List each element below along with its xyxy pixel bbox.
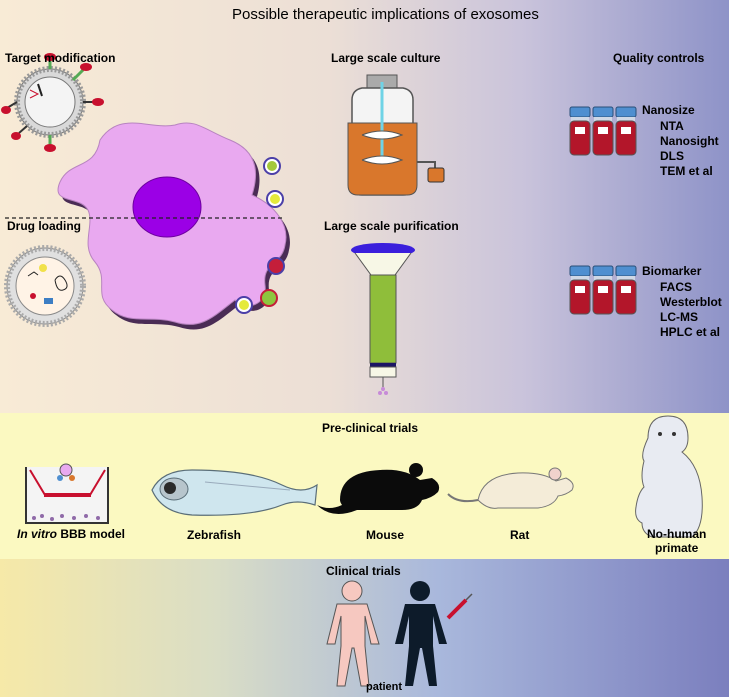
invitro-bbb-label: In vitro BBB model xyxy=(17,527,125,541)
modified-exosome-icon xyxy=(1,53,104,152)
nanosize-item-dls: DLS xyxy=(660,149,684,163)
nucleus xyxy=(132,176,202,238)
figure-title: Possible therapeutic implications of exo… xyxy=(232,6,539,23)
bbb-model-icon xyxy=(25,463,109,524)
drug-loaded-exosome-icon xyxy=(4,245,86,327)
biomarker-item-facs: FACS xyxy=(660,280,693,294)
primate-icon xyxy=(635,415,703,538)
biomarker-item-lcms: LC-MS xyxy=(660,310,698,324)
nanosize-item-tem: TEM et al xyxy=(660,164,713,178)
biomarker-label: Biomarker xyxy=(642,264,702,278)
primate-label-line2: primate xyxy=(655,541,699,555)
biomarker-vials-icon xyxy=(569,265,637,315)
clinical-trials-label: Clinical trials xyxy=(326,564,401,578)
zebrafish-icon xyxy=(151,469,318,516)
biomarker-item-westerblot: Westerblot xyxy=(660,295,722,309)
large-scale-purification-label: Large scale purification xyxy=(324,219,459,233)
rat-label: Rat xyxy=(510,528,530,542)
drug-loading-label: Drug loading xyxy=(7,219,81,233)
invitro-italic: In vitro xyxy=(17,527,58,541)
patient-figure-icon xyxy=(326,580,380,687)
released-exosomes xyxy=(235,157,285,314)
target-modification-label: Target modification xyxy=(5,51,116,65)
rat-icon xyxy=(447,467,574,509)
biomarker-item-hplc: HPLC et al xyxy=(660,325,721,339)
quality-controls-label: Quality controls xyxy=(613,51,705,65)
preclinical-trials-label: Pre-clinical trials xyxy=(322,421,419,435)
nanosize-label: Nanosize xyxy=(642,103,695,117)
bioreactor-icon xyxy=(347,74,445,196)
invitro-rest: BBB model xyxy=(57,527,126,541)
mouse-label: Mouse xyxy=(366,528,405,542)
large-scale-culture-label: Large scale culture xyxy=(331,51,441,65)
nanosize-item-nta: NTA xyxy=(660,119,684,133)
zebrafish-label: Zebrafish xyxy=(187,528,242,542)
nanosize-vials-icon xyxy=(569,106,637,156)
purification-column-icon xyxy=(351,243,415,395)
mouse-icon xyxy=(317,463,440,514)
treated-patient-figure-icon xyxy=(395,581,447,686)
nanosize-item-nanosight: Nanosight xyxy=(660,134,719,148)
syringe-icon xyxy=(446,593,473,620)
primate-label-line1: No-human xyxy=(647,527,707,541)
patient-label: patient xyxy=(366,681,403,693)
cell-illustration xyxy=(57,122,290,330)
